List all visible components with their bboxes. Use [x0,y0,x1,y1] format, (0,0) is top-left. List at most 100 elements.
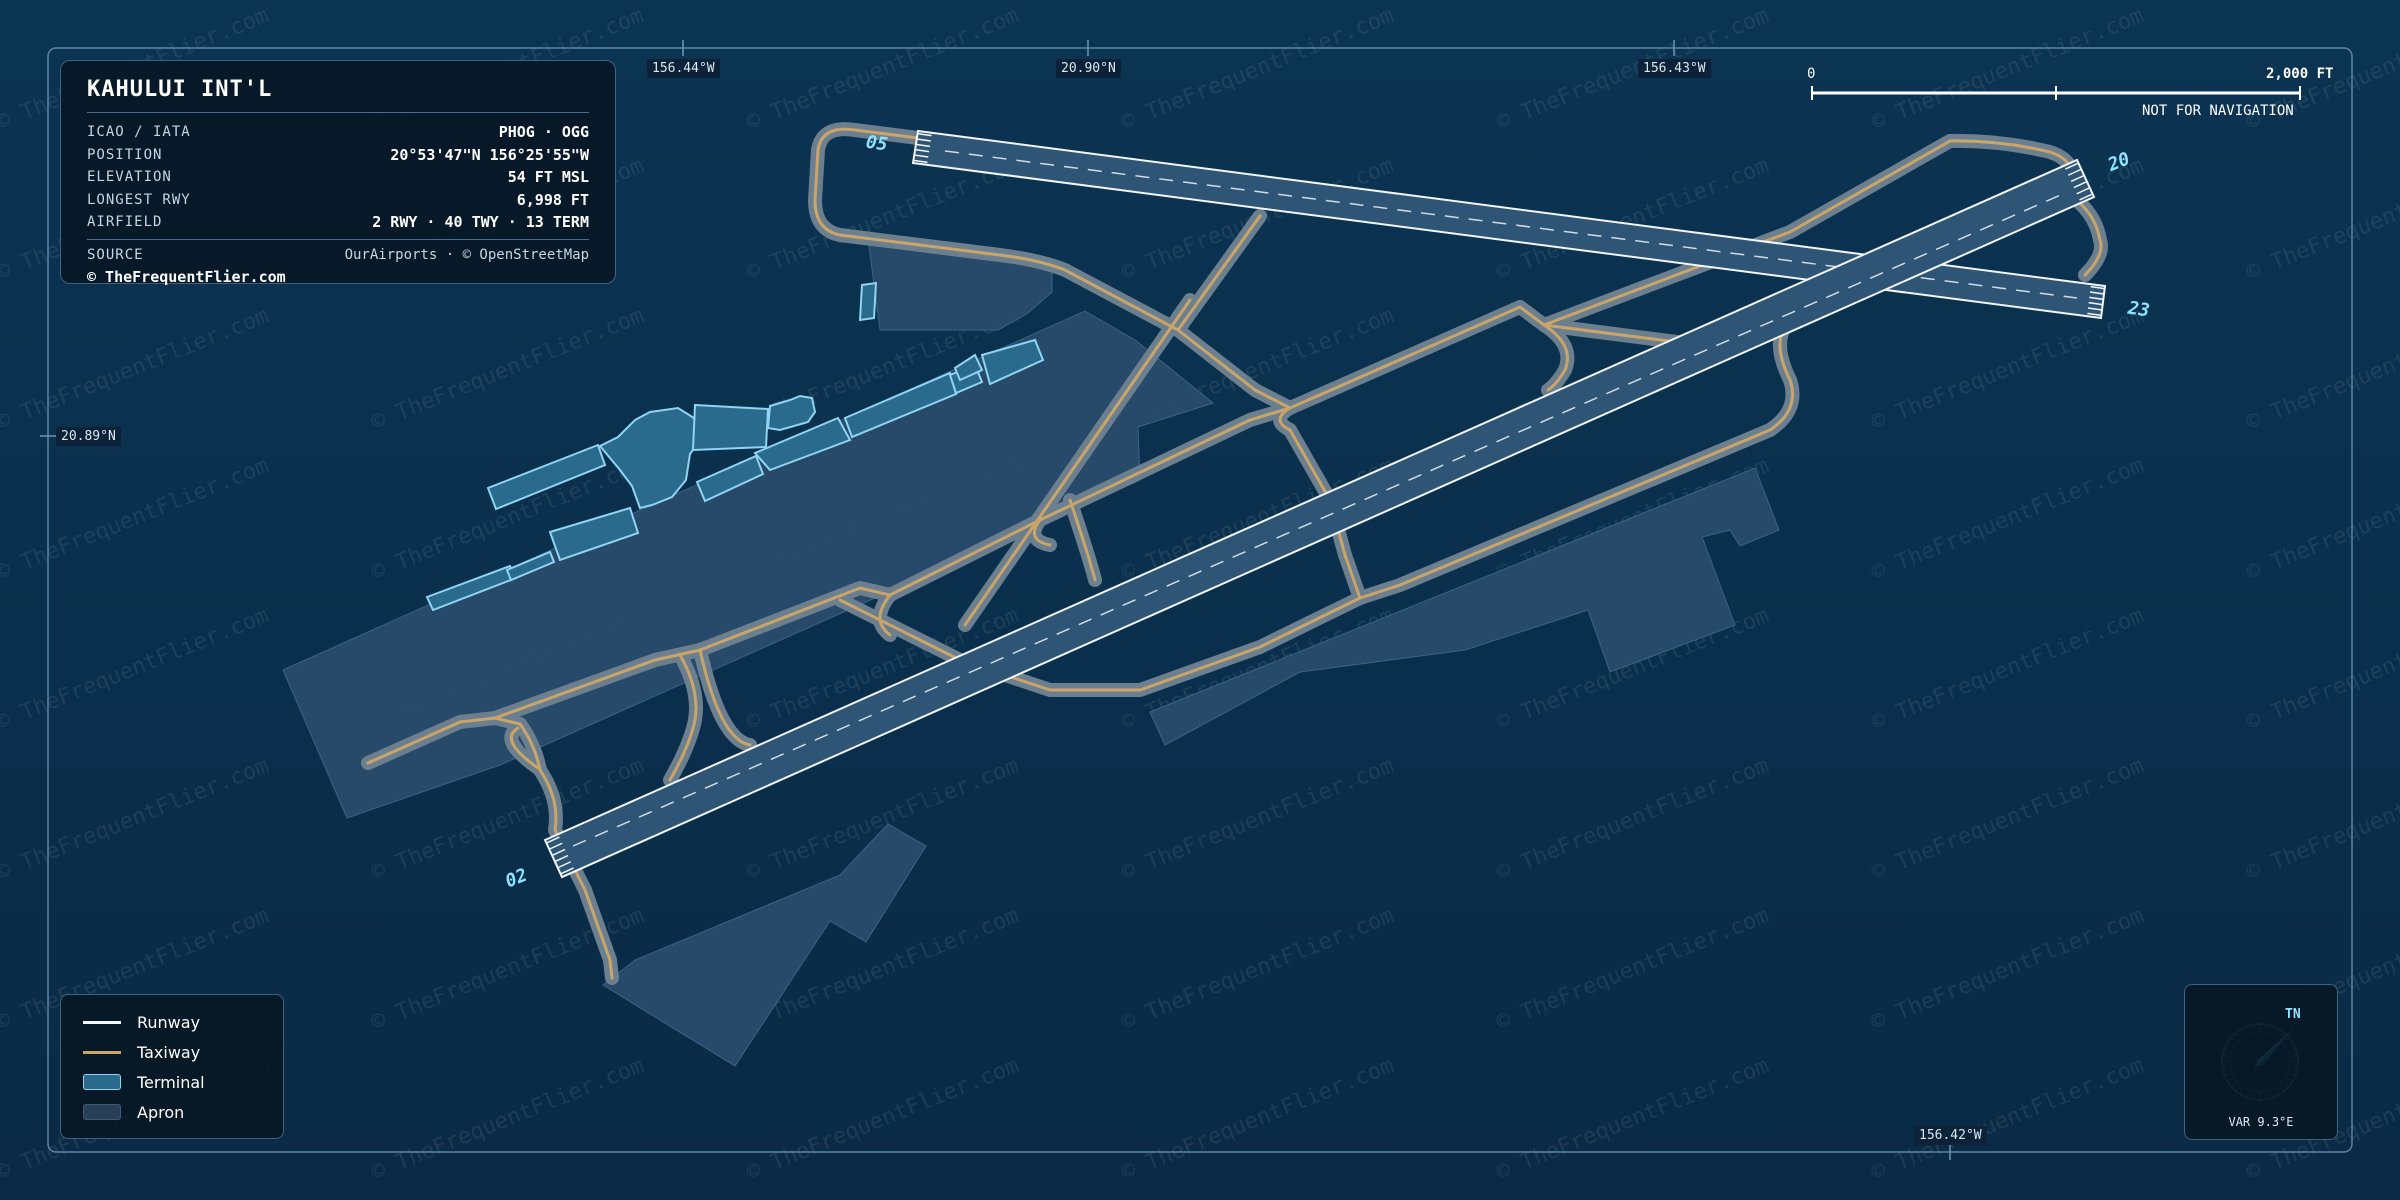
source-key: SOURCE [87,246,144,263]
watermark-text: © TheFrequentFlier.com [2243,753,2400,885]
airport-info-panel: KAHULUI INT'L ICAO / IATA PHOG · OGG POS… [60,60,616,286]
threshold-bar [2090,285,2105,290]
info-divider [87,112,589,113]
threshold-bar [2087,307,2103,311]
threshold-bar [548,842,563,850]
legend-item-terminal: Terminal [83,1067,261,1097]
threshold-bar [546,836,560,844]
info-key: LONGEST RWY [87,191,191,208]
threshold-bar [2079,193,2093,201]
apron-layer [282,237,1780,1067]
threshold-bar [915,143,931,148]
terminal-west [486,443,607,511]
info-value: 2 RWY · 40 TWY · 13 TERM [372,213,589,232]
watermark-text: © TheFrequentFlier.com [2243,153,2400,285]
taxiway-segment [963,298,1192,627]
map-legend: Runway Taxiway Terminal Apron [60,994,284,1139]
apron-east [1149,467,1780,746]
watermark-text: © TheFrequentFlier.com [1868,1053,2148,1185]
watermark-text: © TheFrequentFlier.com [1868,303,2148,435]
terminal-pier-5 [953,353,984,382]
info-key: AIRFIELD [87,214,163,231]
runway-end-label-23: 23 [2126,298,2151,322]
taxiway-segment [698,648,752,747]
scale-bar [1811,86,2301,100]
threshold-bar [2089,291,2105,295]
terminal-center-right [766,394,817,432]
threshold-bar [916,138,931,142]
terminal-north-small [858,281,878,322]
taxiway-segment [1278,406,1292,432]
taxiway-segment [878,593,892,637]
info-row-longest-runway: LONGEST RWY 6,998 FT [87,189,589,212]
taxiway-segment [1542,323,1569,392]
not-for-navigation-note: NOT FOR NAVIGATION [2142,103,2294,119]
taxiway-segment [493,139,1952,720]
info-key: ICAO / IATA [87,124,191,141]
watermark-text: © TheFrequentFlier.com [1118,3,1398,135]
watermark-text: © TheFrequentFlier.com [2243,453,2400,585]
watermark-text: © TheFrequentFlier.com [1493,3,1773,135]
compass-panel: TN VAR 9.3°E [2184,984,2338,1140]
info-key: POSITION [87,146,163,163]
legend-item-apron: Apron [83,1097,261,1127]
watermark-text: © TheFrequentFlier.com [2243,603,2400,735]
legend-label: Apron [137,1102,185,1122]
threshold-bar [914,154,929,158]
runway-end-label-05: 05 [865,132,890,156]
info-value: 20°53'47"N 156°25'55"W [390,145,589,164]
info-row-elevation: ELEVATION 54 FT MSL [87,166,589,189]
watermark-text: © TheFrequentFlier.com [368,303,648,435]
lon-label-top-right: 156.43°W [1638,59,1711,78]
watermark-text: © TheFrequentFlier.com [0,303,272,435]
taxiway-segment [1176,214,1292,410]
watermark-text: © TheFrequentFlier.com [1868,453,2148,585]
watermark-text: © TheFrequentFlier.com [0,753,272,885]
terminal-center [691,403,770,452]
terminal-pier-1 [695,454,765,503]
lat-label-top: 20.90°N [1056,59,1121,78]
terminal-swatch [83,1074,121,1090]
watermark-text: © TheFrequentFlier.com [1493,903,1773,1035]
threshold-bar [560,867,574,875]
watermark-text: © TheFrequentFlier.com [2243,303,2400,435]
runway-05-23 [911,129,2107,320]
watermark-text: © TheFrequentFlier.com [0,453,272,585]
taxiway-segment [838,596,1362,692]
terminal-pier-2 [753,416,852,472]
watermark-text: © TheFrequentFlier.com [743,3,1023,135]
copyright: © TheFrequentFlier.com [87,268,286,286]
taxiway-segment [1068,498,1097,582]
apron-main [282,310,1215,819]
watermark-text: © TheFrequentFlier.com [1118,753,1398,885]
info-value: PHOG · OGG [498,123,589,142]
taxiway-segment [813,127,1180,332]
watermark-text: © TheFrequentFlier.com [1493,1053,1773,1185]
legend-label: Runway [137,1012,201,1032]
threshold-bar [2088,301,2103,306]
apron-swatch [83,1104,121,1120]
threshold-bar [913,159,928,164]
terminal-pier-s [548,506,640,562]
runway-swatch [83,1014,121,1030]
terminal-layer [425,281,1045,612]
scale-end-label: 2,000 FT [2266,66,2334,82]
info-row-position: POSITION 20°53'47"N 156°25'55"W [87,144,589,167]
info-value: 54 FT MSL [507,168,589,187]
threshold-bar [554,854,569,863]
watermark-text: © TheFrequentFlier.com [1868,603,2148,735]
threshold-bar [917,132,932,137]
airport-name: KAHULUI INT'L [87,77,273,102]
watermark-text: © TheFrequentFlier.com [1868,903,2148,1035]
source-value: OurAirports · © OpenStreetMap [344,246,589,263]
info-row-airfield: AIRFIELD 2 RWY · 40 TWY · 13 TERM [87,211,589,234]
threshold-bar [2073,180,2088,189]
taxiway-segment [1032,518,1052,547]
threshold-bar [2089,296,2104,301]
taxiway-segment [366,716,542,772]
legend-label: Terminal [137,1072,205,1092]
magnetic-variation: VAR 9.3°E [2228,1115,2294,1129]
watermark-text: © TheFrequentFlier.com [1868,3,2148,135]
threshold-bar [557,861,572,869]
runway-02-20 [543,158,2096,879]
